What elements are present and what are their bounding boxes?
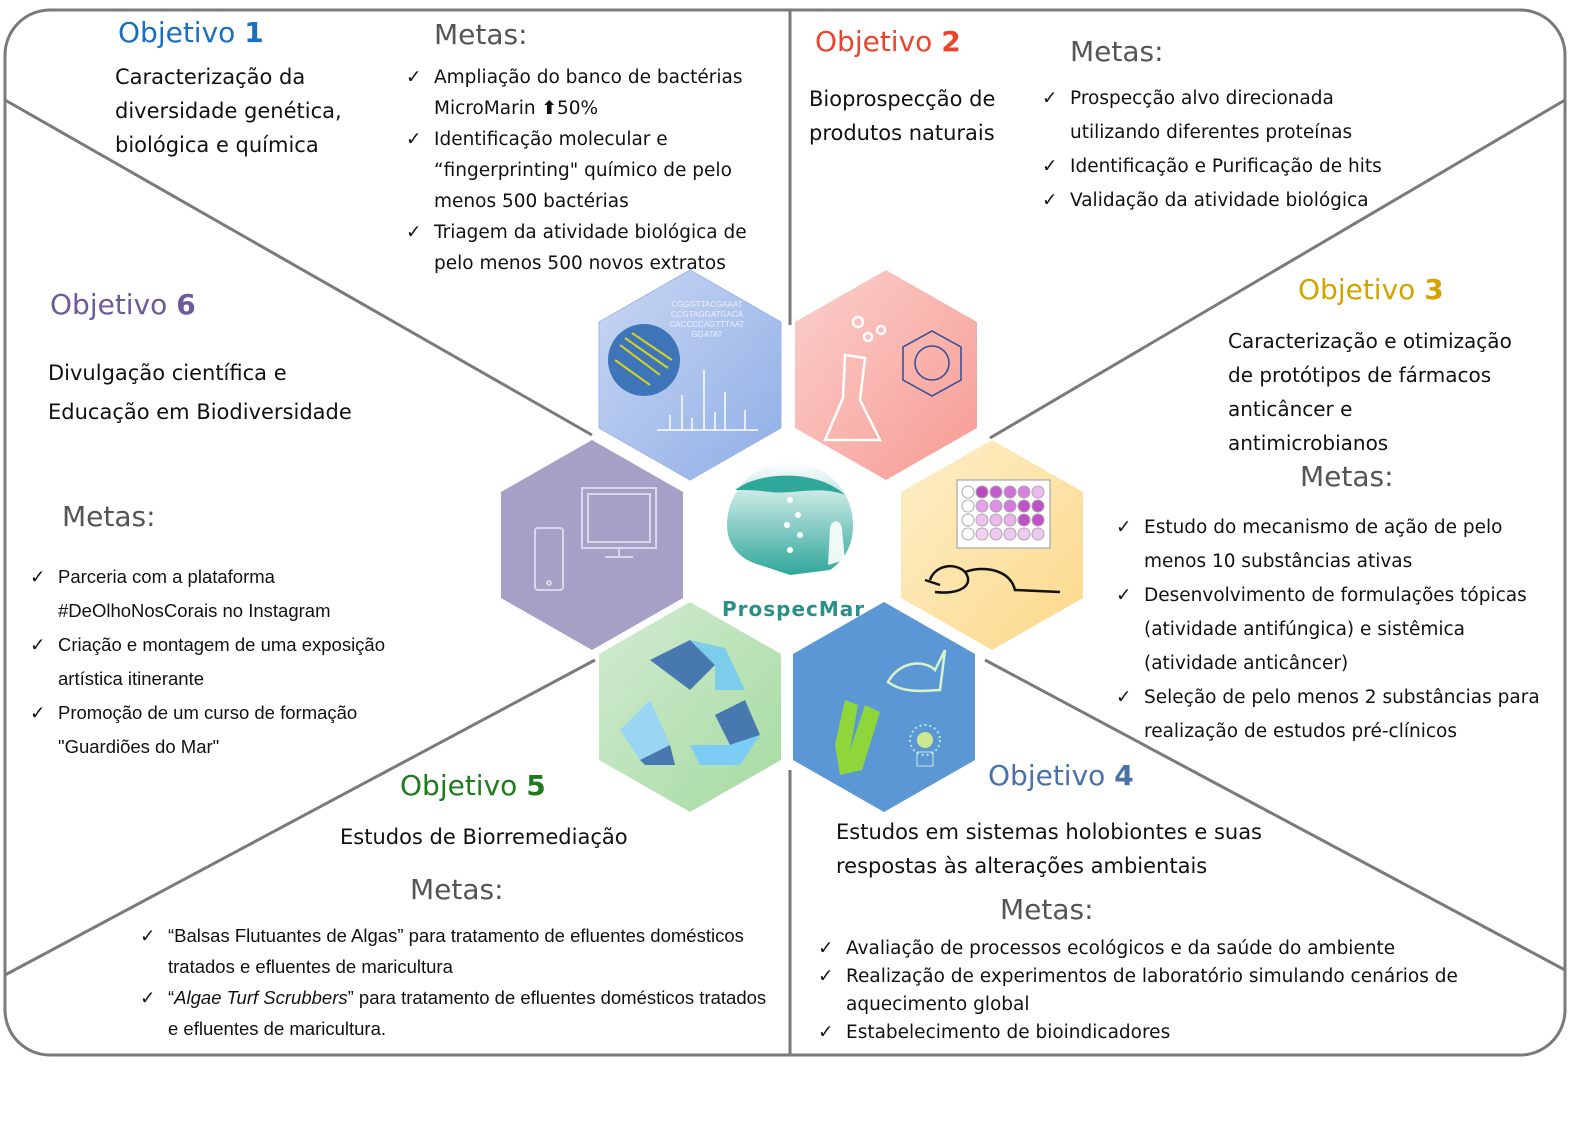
- objetivo-2-title: Objetivo 2: [815, 25, 961, 58]
- meta-item: Triagem da atividade biológica de pelo m…: [406, 217, 766, 279]
- objetivo-2-metas-list: Prospecção alvo direcionada utilizando d…: [1042, 82, 1402, 218]
- meta-item: Estabelecimento de bioindicadores: [818, 1019, 1498, 1047]
- wells: [961, 485, 1045, 541]
- seaweed-icon: [835, 700, 880, 775]
- logo-text: ProspecMar: [722, 597, 866, 621]
- well: [1003, 513, 1017, 527]
- dna-sequence-text: CGGGTTACGAAATCCGTAGGATGACACACCCCAGTTTAAT…: [670, 300, 745, 339]
- anemone-icon: [909, 724, 941, 767]
- well: [1003, 485, 1017, 499]
- meta-item: Criação e montagem de uma exposição artí…: [30, 628, 430, 696]
- petri-dish-icon: [608, 324, 680, 396]
- meta-item: “Algae Turf Scrubbers” para tratamento d…: [140, 982, 770, 1044]
- objetivo-3-metas-label: Metas:: [1300, 460, 1394, 493]
- objetivo-1-title: Objetivo 1: [118, 16, 264, 49]
- well: [989, 485, 1003, 499]
- well: [975, 513, 989, 527]
- well: [989, 527, 1003, 541]
- well: [1031, 499, 1045, 513]
- hexagon-objetivo-6: [501, 440, 683, 650]
- objetivo-5-metas-label: Metas:: [410, 873, 504, 906]
- well: [1031, 485, 1045, 499]
- well: [1003, 499, 1017, 513]
- meta-item: Realização de experimentos de laboratóri…: [818, 963, 1498, 1019]
- hexagon-objetivo-5: [599, 602, 781, 812]
- meta-item: Promoção de um curso de formação "Guardi…: [30, 696, 430, 764]
- well: [975, 527, 989, 541]
- objetivo-6-metas-label: Metas:: [62, 500, 156, 533]
- objetivo-4-title: Objetivo 4: [988, 759, 1134, 792]
- meta-item: Desenvolvimento de formulações tópicas (…: [1116, 579, 1556, 681]
- divider-lines: [4, 10, 1566, 1055]
- well: [975, 485, 989, 499]
- well: [961, 527, 975, 541]
- objetivo-5-description: Estudos de Biorremediação: [340, 825, 628, 849]
- meta-item: Identificação e Purificação de hits: [1042, 150, 1402, 184]
- svg-text:CACCCCAGTTTAAT: CACCCCAGTTTAAT: [670, 320, 745, 329]
- svg-text:CGGGTTACGAAAT: CGGGTTACGAAAT: [671, 300, 742, 309]
- meta-item: Ampliação do banco de bactérias MicroMar…: [406, 62, 766, 124]
- well: [961, 499, 975, 513]
- devices-icon: [534, 487, 657, 591]
- svg-text:CCGTAGGATGACA: CCGTAGGATGACA: [671, 310, 744, 319]
- hexagon-objetivo-4: [793, 602, 975, 812]
- meta-item: Avaliação de processos ecológicos e da s…: [818, 935, 1498, 963]
- well: [989, 499, 1003, 513]
- arrow-up-icon: ⬆: [541, 98, 557, 119]
- well: [975, 499, 989, 513]
- objetivo-5-title: Objetivo 5: [400, 769, 546, 802]
- meta-item: Seleção de pelo menos 2 substâncias para…: [1116, 681, 1556, 749]
- recycle-icon: [620, 640, 760, 765]
- hexagon-objetivo-1: [598, 269, 782, 481]
- well: [961, 485, 975, 499]
- well: [1017, 499, 1031, 513]
- well: [1017, 527, 1031, 541]
- meta-item: Parceria com a plataforma #DeOlhoNosCora…: [30, 560, 430, 628]
- objetivo-6-title: Objetivo 6: [50, 288, 196, 321]
- meta-item: Validação da atividade biológica: [1042, 184, 1402, 218]
- spectrum-chart-icon: [657, 370, 758, 431]
- svg-text:GGATAT: GGATAT: [691, 330, 722, 339]
- meta-item: “Balsas Flutuantes de Algas” para tratam…: [140, 920, 770, 982]
- objetivo-4-metas-list: Avaliação de processos ecológicos e da s…: [818, 935, 1498, 1047]
- objetivo-6-metas-list: Parceria com a plataforma #DeOlhoNosCora…: [30, 560, 430, 764]
- meta-item: Identificação molecular e “fingerprintin…: [406, 124, 766, 217]
- mouse-icon: [924, 564, 1061, 594]
- meta-item: Prospecção alvo direcionada utilizando d…: [1042, 82, 1402, 150]
- fish-icon: [886, 649, 947, 693]
- well: [1003, 527, 1017, 541]
- objetivo-3-metas-list: Estudo do mecanismo de ação de pelo meno…: [1116, 511, 1556, 749]
- flask-icon: [823, 315, 887, 442]
- hexagon-objetivo-2: [795, 270, 977, 480]
- objetivo-1-metas-label: Metas:: [434, 18, 528, 51]
- objetivo-3-title: Objetivo 3: [1298, 273, 1444, 306]
- benzene-ring-icon: [902, 330, 962, 397]
- objetivo-5-metas-list: “Balsas Flutuantes de Algas” para tratam…: [140, 920, 770, 1044]
- prospecmar-logo: [727, 462, 853, 575]
- meta-item: Estudo do mecanismo de ação de pelo meno…: [1116, 511, 1556, 579]
- outer-border: [3, 8, 1567, 1057]
- well: [989, 513, 1003, 527]
- well: [1031, 513, 1045, 527]
- well: [1017, 513, 1031, 527]
- objetivo-2-metas-label: Metas:: [1070, 35, 1164, 68]
- well: [1017, 485, 1031, 499]
- well: [961, 513, 975, 527]
- well: [1031, 527, 1045, 541]
- objetivo-4-metas-label: Metas:: [1000, 893, 1094, 926]
- objetivo-1-metas-list: Ampliação do banco de bactérias MicroMar…: [406, 62, 766, 279]
